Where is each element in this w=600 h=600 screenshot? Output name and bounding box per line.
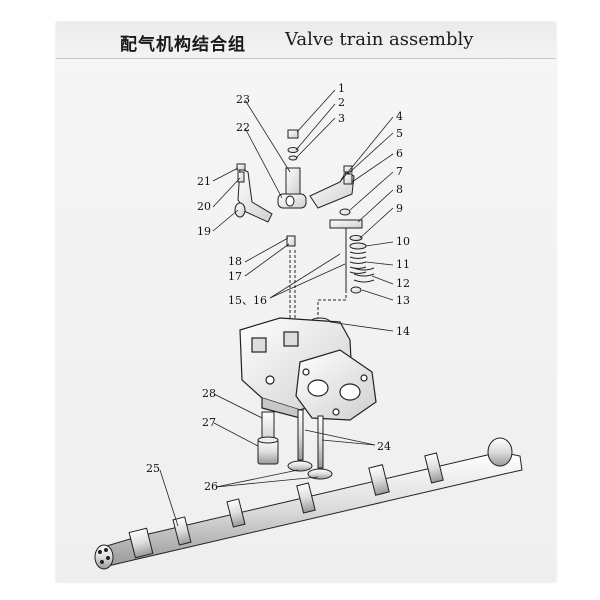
label-part-9: 9 [396, 202, 403, 215]
label-part-27: 27 [202, 416, 216, 429]
push-rod-cup-part-18 [286, 235, 296, 247]
spring-seat-part-13 [350, 286, 362, 294]
header-band [56, 22, 556, 59]
nut-part-1 [287, 129, 299, 139]
label-part-8: 8 [396, 183, 403, 196]
valve-head-2 [307, 468, 333, 480]
label-part-28: 28 [202, 387, 216, 400]
valve-stem-1 [297, 409, 304, 461]
label-part-2: 2 [338, 96, 345, 109]
label-part-24: 24 [377, 440, 391, 453]
leader-lines [159, 89, 394, 527]
label-part-26: 26 [204, 480, 218, 493]
rocker-support-part-23 [285, 167, 301, 195]
adjust-screw-part-5 [343, 173, 353, 185]
inner-spring-part-11 [349, 251, 367, 274]
label-part-10: 10 [396, 235, 410, 248]
label-part-5: 5 [396, 127, 403, 140]
retainer-part-10 [349, 242, 367, 250]
washer-part-2 [287, 147, 299, 153]
rocker-assembly [234, 129, 375, 330]
camshaft-end-flange [94, 544, 114, 570]
label-part-4: 4 [396, 110, 403, 123]
label-part-21: 21 [197, 175, 211, 188]
label-part-20: 20 [197, 200, 211, 213]
valves-and-tappets [257, 409, 333, 480]
lock-nut-part-21 [236, 163, 246, 171]
label-part-6: 6 [396, 147, 403, 160]
rocker-bush-part-19 [234, 202, 246, 218]
valve-stem-2 [317, 415, 324, 469]
label-part-22: 22 [236, 121, 250, 134]
title-chinese: 配气机构结合组 [120, 35, 246, 55]
valve-bridge-part-8 [329, 219, 363, 229]
title-english: Valve train assembly [285, 29, 474, 50]
camshaft-part-25 [94, 437, 523, 570]
label-part-13: 13 [396, 294, 410, 307]
label-part-19: 19 [197, 225, 211, 238]
outer-spring-part-12 [353, 267, 375, 283]
label-part-12: 12 [396, 277, 410, 290]
cylinder-head [239, 317, 377, 421]
adjust-screw-part-20 [237, 171, 245, 183]
label-part-18: 18 [228, 255, 242, 268]
rocker-arm-left [237, 167, 273, 223]
tappet-part-27 [257, 439, 279, 465]
label-part-14: 14 [396, 325, 410, 338]
collet-part-9 [349, 235, 363, 241]
valve-head-1 [287, 460, 313, 472]
washer-part-3 [288, 155, 298, 161]
label-part-17: 17 [228, 270, 242, 283]
camshaft-gear-end [487, 437, 513, 467]
part-labels: 1 2 3 4 5 6 7 8 9 10 11 12 13 14 15、16 1… [146, 82, 410, 493]
cylinder-head-port-flange [295, 349, 377, 421]
label-part-11: 11 [396, 258, 410, 271]
label-part-7: 7 [396, 165, 403, 178]
label-part-3: 3 [338, 112, 345, 125]
cap-part-7 [339, 208, 351, 216]
label-part-1: 1 [338, 82, 345, 95]
label-part-23: 23 [236, 93, 250, 106]
label-part-25: 25 [146, 462, 160, 475]
label-part-15-16: 15、16 [228, 294, 267, 307]
